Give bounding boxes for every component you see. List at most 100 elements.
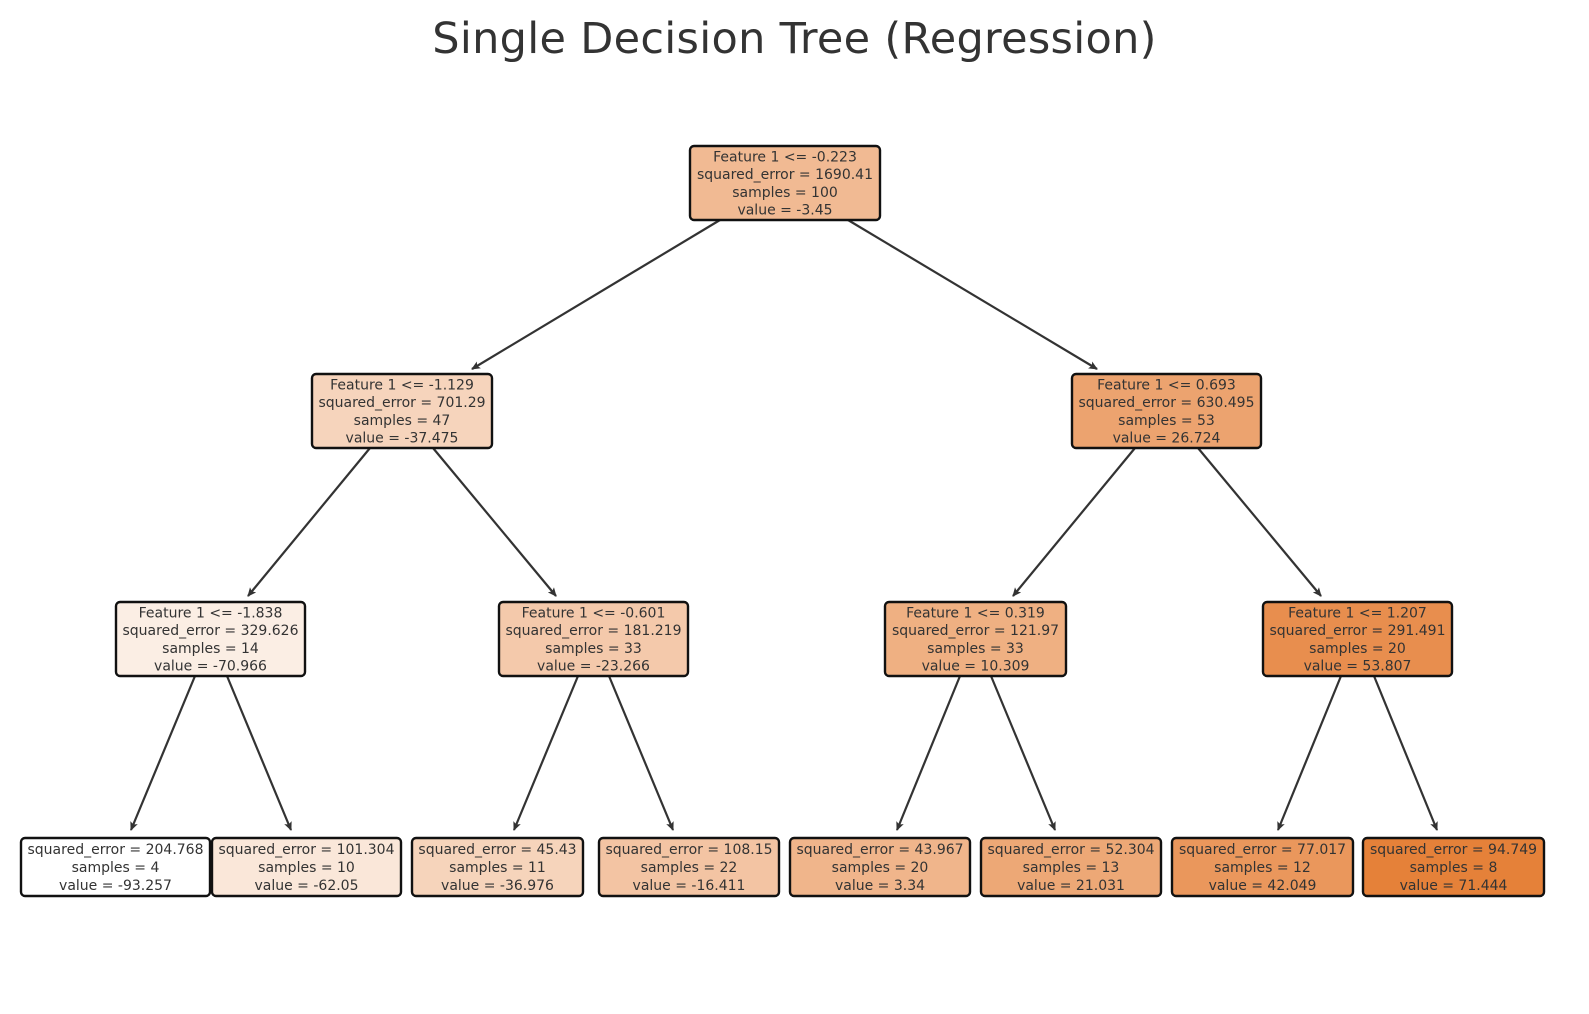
node-text-line: squared_error = 45.43 (418, 842, 576, 858)
node-box (310, 372, 494, 450)
tree-node-n-rr: Feature 1 <= 1.207 squared_error = 291.49… (1261, 600, 1454, 678)
nodes-layer: Feature 1 <= -0.223 squared_error = 1690.… (19, 144, 1546, 898)
node-text-line: samples = 14 (162, 641, 259, 657)
node-text-line: samples = 8 (1410, 860, 1498, 876)
node-box (788, 836, 972, 898)
node-text-line: value = 3.34 (835, 878, 925, 894)
node-text-line: squared_error = 630.495 (1079, 395, 1255, 411)
tree-node-leaf-2: squared_error = 101.304 samples = 10 value… (210, 836, 403, 898)
node-text-line: squared_error = 204.768 (28, 842, 204, 858)
edge-n-right-to-n-rr (1197, 447, 1322, 597)
edges-layer (129, 219, 1439, 831)
edge-n-ll-to-leaf-2 (225, 675, 293, 831)
node-box (688, 144, 882, 222)
tree-node-leaf-3: squared_error = 45.43 samples = 11 value =… (410, 836, 585, 898)
tree-node-n-ll: Feature 1 <= -1.838 squared_error = 329.6… (114, 600, 307, 678)
node-text-line: samples = 47 (354, 413, 451, 429)
tree-node-leaf-1: squared_error = 204.768 samples = 4 value … (19, 836, 212, 898)
edge-n-rl-to-leaf-5 (895, 675, 962, 831)
tree-node-leaf-8: squared_error = 94.749 samples = 8 value =… (1361, 836, 1546, 898)
node-text-line: value = 42.049 (1209, 878, 1317, 894)
node-box (1361, 836, 1546, 898)
node-text-line: value = -93.257 (59, 878, 172, 894)
node-text-line: value = -23.266 (537, 659, 650, 675)
node-text-line: samples = 10 (258, 860, 355, 876)
node-text-line: squared_error = 701.29 (318, 395, 485, 411)
node-text-line: squared_error = 77.017 (1179, 842, 1346, 858)
node-text-line: Feature 1 <= -1.838 (139, 605, 283, 621)
node-text-line: squared_error = 108.15 (605, 842, 772, 858)
node-box (597, 836, 781, 898)
node-text-line: samples = 20 (832, 860, 929, 876)
node-text-line: value = 53.807 (1304, 659, 1412, 675)
tree-node-n-right: Feature 1 <= 0.693 squared_error = 630.49… (1070, 372, 1263, 450)
node-text-line: squared_error = 43.967 (796, 842, 963, 858)
node-box (210, 836, 403, 898)
node-box (114, 600, 307, 678)
node-box (19, 836, 212, 898)
node-text-line: value = -36.976 (441, 878, 554, 894)
node-text-line: samples = 4 (72, 860, 160, 876)
node-text-line: value = 71.444 (1400, 878, 1508, 894)
node-box (1170, 836, 1355, 898)
edge-n-rr-to-leaf-7 (1276, 675, 1343, 831)
node-box (1070, 372, 1263, 450)
node-text-line: samples = 11 (449, 860, 546, 876)
node-text-line: squared_error = 291.491 (1270, 623, 1446, 639)
node-text-line: samples = 13 (1023, 860, 1120, 876)
node-text-line: squared_error = 52.304 (987, 842, 1154, 858)
edge-n-rl-to-leaf-6 (989, 675, 1057, 831)
node-text-line: Feature 1 <= -1.129 (330, 377, 474, 393)
node-text-line: value = 26.724 (1113, 431, 1221, 447)
edge-n-left-to-n-lr (432, 447, 557, 597)
node-text-line: value = -62.05 (254, 878, 358, 894)
node-text-line: value = -3.45 (737, 203, 832, 219)
node-box (979, 836, 1163, 898)
node-text-line: samples = 53 (1118, 413, 1215, 429)
node-text-line: Feature 1 <= -0.223 (713, 149, 857, 165)
node-text-line: samples = 33 (927, 641, 1024, 657)
tree-node-leaf-5: squared_error = 43.967 samples = 20 value … (788, 836, 972, 898)
node-text-line: value = -16.411 (633, 878, 746, 894)
node-text-line: squared_error = 329.626 (123, 623, 299, 639)
edge-n-right-to-n-rl (1012, 447, 1136, 597)
edge-root-to-n-left (471, 219, 721, 370)
node-text-line: value = -70.966 (154, 659, 267, 675)
node-text-line: squared_error = 181.219 (506, 623, 682, 639)
edge-n-lr-to-leaf-4 (607, 675, 675, 831)
page-title: Single Decision Tree (Regression) (432, 14, 1157, 64)
tree-node-leaf-7: squared_error = 77.017 samples = 12 value … (1170, 836, 1355, 898)
node-box (497, 600, 690, 678)
node-text-line: value = 21.031 (1017, 878, 1125, 894)
edge-n-ll-to-leaf-1 (129, 675, 197, 831)
node-text-line: samples = 12 (1214, 860, 1311, 876)
node-text-line: squared_error = 1690.41 (697, 167, 873, 183)
node-text-line: samples = 22 (641, 860, 738, 876)
tree-node-leaf-4: squared_error = 108.15 samples = 22 value … (597, 836, 781, 898)
node-text-line: Feature 1 <= -0.601 (522, 605, 666, 621)
edge-n-left-to-n-ll (247, 447, 371, 597)
node-text-line: Feature 1 <= 0.693 (1097, 377, 1236, 393)
node-text-line: value = -37.475 (346, 431, 459, 447)
tree-node-n-left: Feature 1 <= -1.129 squared_error = 701.2… (310, 372, 494, 450)
node-text-line: samples = 100 (732, 185, 838, 201)
node-text-line: squared_error = 121.97 (892, 623, 1059, 639)
node-text-line: squared_error = 94.749 (1370, 842, 1537, 858)
tree-node-root: Feature 1 <= -0.223 squared_error = 1690.… (688, 144, 882, 222)
node-text-line: Feature 1 <= 1.207 (1288, 605, 1427, 621)
tree-node-n-lr: Feature 1 <= -0.601 squared_error = 181.2… (497, 600, 690, 678)
edge-n-lr-to-leaf-3 (512, 675, 580, 831)
node-text-line: Feature 1 <= 0.319 (906, 605, 1045, 621)
node-text-line: squared_error = 101.304 (219, 842, 395, 858)
node-text-line: samples = 33 (545, 641, 642, 657)
node-box (1261, 600, 1454, 678)
tree-node-n-rl: Feature 1 <= 0.319 squared_error = 121.97… (883, 600, 1068, 678)
node-text-line: value = 10.309 (922, 659, 1030, 675)
edge-n-rr-to-leaf-8 (1372, 675, 1439, 831)
node-box (883, 600, 1068, 678)
node-box (410, 836, 585, 898)
node-text-line: samples = 20 (1309, 641, 1406, 657)
edge-root-to-n-right (847, 219, 1098, 370)
tree-node-leaf-6: squared_error = 52.304 samples = 13 value … (979, 836, 1163, 898)
